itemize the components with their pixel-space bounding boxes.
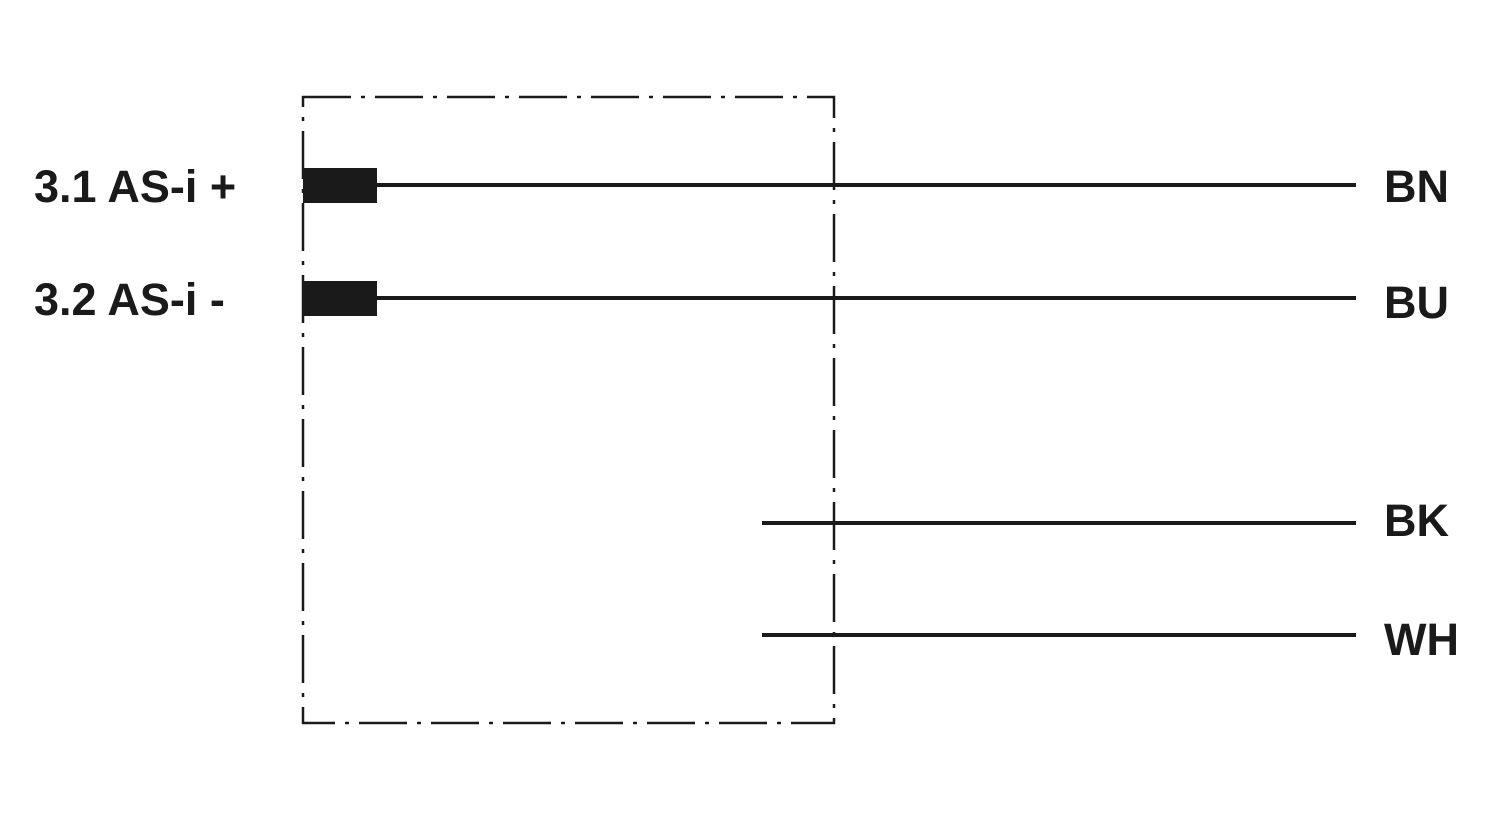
pin-3-2-contact: [303, 281, 377, 316]
pin-3-2-label: 3.2 AS-i -: [34, 274, 225, 325]
connector-housing-outline: [301, 95, 836, 725]
pin-3-1-contact: [303, 168, 377, 203]
wire-bn-label: BN: [1384, 161, 1449, 212]
wire-bk-label: BK: [1384, 495, 1449, 546]
pin-3-1-label: 3.1 AS-i +: [34, 161, 237, 212]
wire-bu-label: BU: [1384, 277, 1449, 328]
wire-wh-label: WH: [1384, 614, 1459, 665]
